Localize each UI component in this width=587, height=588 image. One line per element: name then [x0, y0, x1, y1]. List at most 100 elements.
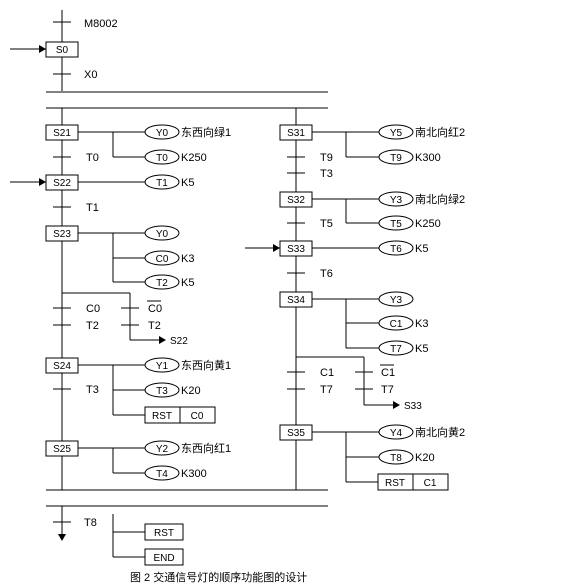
- loop-condition-cbar: C0: [148, 303, 162, 315]
- coil-t8-label: T8: [390, 453, 402, 464]
- coil-y2-text: 东西向红1: [181, 441, 231, 455]
- coil-c0-label: C0: [156, 254, 169, 265]
- coil-t0: [144, 149, 180, 165]
- transition-t1-label: T1: [86, 202, 99, 214]
- coil-t4-label: T4: [156, 469, 168, 480]
- coil-y2: [144, 440, 180, 456]
- step-s34-label: S34: [287, 295, 305, 306]
- initial-condition-label: M8002: [84, 18, 118, 30]
- coil-t5-text: K250: [415, 218, 441, 230]
- coil-y4: [378, 424, 414, 440]
- coil-t5-label: T5: [390, 219, 402, 230]
- coil-y3: [378, 191, 414, 207]
- step-s0-label: S0: [56, 45, 69, 56]
- coil-y4-text: 南北向黄2: [415, 425, 465, 439]
- coil-t6: [378, 240, 414, 256]
- final-transition-label: T8: [84, 517, 97, 529]
- transition-c1-label: C1: [320, 367, 334, 379]
- coil-t7-text: K5: [415, 343, 428, 355]
- rst-c0-box-label: RST: [152, 411, 172, 422]
- transition-t2-label: T2: [86, 320, 99, 332]
- coil-y4-label: Y4: [390, 428, 403, 439]
- coil-t6-text: K5: [415, 243, 428, 255]
- step-s22-label: S22: [53, 178, 71, 189]
- coil-t9-label: T9: [390, 153, 402, 164]
- rst-c1-box-label: RST: [385, 478, 405, 489]
- coil-y5: [378, 124, 414, 140]
- coil-c1: [378, 315, 414, 331]
- transition-t7-label: T7: [320, 384, 333, 396]
- step-s21-label: S21: [53, 128, 71, 139]
- coil-t5: [378, 215, 414, 231]
- coil-t3-label: T3: [156, 386, 168, 397]
- coil-c0: [144, 250, 180, 266]
- coil-t2-label: T2: [156, 278, 168, 289]
- coil-y1-text: 东西向黄1: [181, 358, 231, 372]
- coil-t1-text: K5: [181, 177, 194, 189]
- coil-y5-label: Y5: [390, 128, 403, 139]
- loop-target-s33: S33: [404, 401, 422, 412]
- step-s32-label: S32: [287, 195, 305, 206]
- rst-c1-box-operand: C1: [424, 478, 437, 489]
- coil-t0-text: K250: [181, 152, 207, 164]
- coil-t6-label: T6: [390, 244, 402, 255]
- coil-t2-text: K5: [181, 277, 194, 289]
- coil-t9-text: K300: [415, 152, 441, 164]
- coil-y3-b-label: Y3: [390, 295, 403, 306]
- coil-y2-label: Y2: [156, 444, 169, 455]
- transition-t0-label: T0: [86, 152, 99, 164]
- coil-y0: [144, 124, 180, 140]
- coil-t7-label: T7: [390, 344, 402, 355]
- loop-back-arrow-head: [159, 336, 166, 344]
- loop-target-s22: S22: [170, 336, 188, 347]
- final-rst-box: [144, 523, 184, 541]
- step-s31-label: S31: [287, 128, 305, 139]
- transition-t9-label: T9: [320, 152, 333, 164]
- final-arrow-head: [58, 534, 66, 541]
- coil-y3-label: Y3: [390, 195, 403, 206]
- coil-y1-label: Y1: [156, 361, 169, 372]
- coil-t9: [378, 149, 414, 165]
- coil-c0-text: K3: [181, 253, 194, 265]
- loop-condition-t7-label: T7: [381, 384, 394, 396]
- transition-t3-sync-label: T3: [320, 168, 333, 180]
- coil-t4-text: K300: [181, 468, 207, 480]
- coil-y0-b: [144, 225, 180, 241]
- step-s23-label: S23: [53, 229, 71, 240]
- final-end-box: [144, 548, 184, 566]
- transition-t5-label: T5: [320, 218, 333, 230]
- final-rst-label: RST: [154, 528, 174, 539]
- coil-c1-label: C1: [390, 319, 403, 330]
- step-s33-label: S33: [287, 244, 305, 255]
- initial-entry-arrow-head: [39, 45, 46, 53]
- coil-t3: [144, 382, 180, 398]
- coil-c1-text: K3: [415, 318, 428, 330]
- coil-y3-text: 南北向绿2: [415, 192, 465, 206]
- coil-t7: [378, 340, 414, 356]
- loop-entry-arrow-head-s22: [39, 178, 46, 186]
- transition-t3-label: T3: [86, 384, 99, 396]
- step-s35-label: S35: [287, 428, 305, 439]
- transition-t6-label: T6: [320, 268, 333, 280]
- loop-condition-c1bar: C1: [381, 367, 395, 379]
- coil-t0-label: T0: [156, 153, 168, 164]
- loop-condition-t2-label: T2: [148, 320, 161, 332]
- coil-t8-text: K20: [415, 452, 435, 464]
- figure-caption: 图 2 交通信号灯的顺序功能图的设计: [130, 570, 307, 584]
- step-s24-label: S24: [53, 361, 71, 372]
- final-end-label: END: [153, 553, 174, 564]
- coil-t1-label: T1: [156, 178, 168, 189]
- coil-t1: [144, 174, 180, 190]
- coil-y5-text: 南北向红2: [415, 125, 465, 139]
- step-s25-label: S25: [53, 444, 71, 455]
- loop-entry-arrow-head-s33: [273, 244, 280, 252]
- rst-c0-box-operand: C0: [191, 411, 204, 422]
- coil-y0-label: Y0: [156, 128, 169, 139]
- coil-y0-b-label: Y0: [156, 229, 169, 240]
- coil-y1: [144, 357, 180, 373]
- coil-t2: [144, 274, 180, 290]
- loop-back-arrow-head-right: [393, 401, 400, 409]
- transition-c0-label: C0: [86, 303, 100, 315]
- coil-t8: [378, 449, 414, 465]
